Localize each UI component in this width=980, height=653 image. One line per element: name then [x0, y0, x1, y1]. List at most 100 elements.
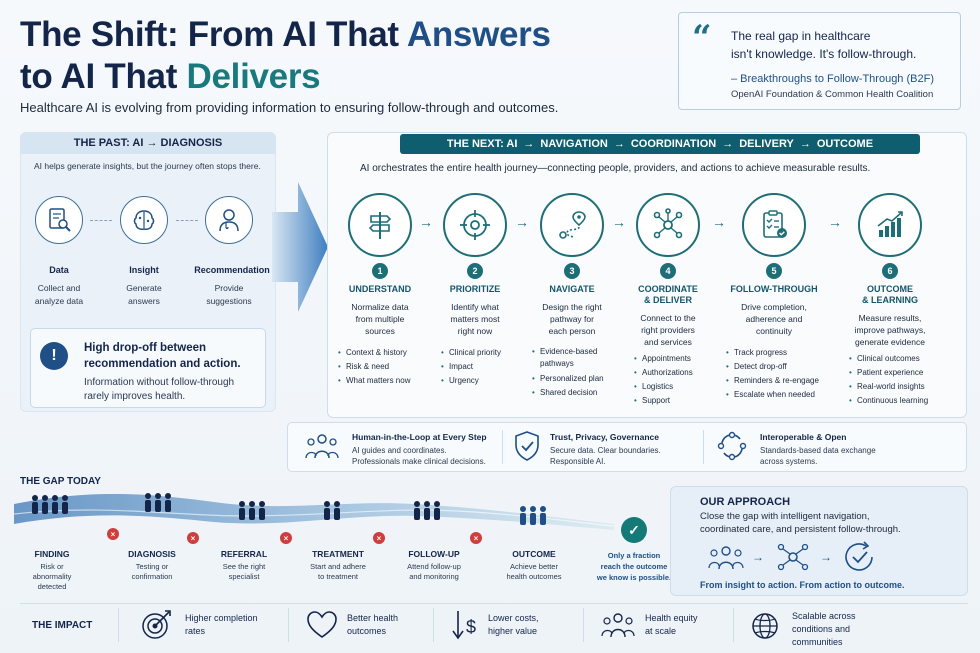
- gap-sub-line: See the right: [222, 562, 266, 571]
- step-title-line: & DELIVER: [643, 295, 692, 305]
- list-item: Context & history: [338, 346, 438, 360]
- step-desc-line: Connect to the: [640, 313, 696, 323]
- step-title-line: FOLLOW-THROUGH: [730, 284, 818, 294]
- past-step-sub-line: Provide: [214, 283, 244, 293]
- list-item: Evidence-based pathways: [532, 346, 618, 370]
- list-item: What matters now: [338, 374, 438, 388]
- heart-icon: [307, 611, 337, 638]
- past-step-sub-line: Collect and: [37, 283, 81, 293]
- gap-sub-line: Risk or: [40, 562, 64, 571]
- principle-sub: Secure data. Clear boundaries.: [550, 446, 661, 455]
- step-title-line: & LEARNING: [862, 295, 918, 305]
- step-number: 4: [660, 263, 676, 279]
- transition-arrow-icon: [272, 182, 328, 312]
- gap-heading: THE GAP TODAY: [20, 476, 101, 487]
- step-desc-line: generate evidence: [855, 337, 925, 347]
- gap-sub-line: health outcomes: [506, 572, 562, 581]
- target-icon: [443, 193, 507, 257]
- next-heading-item: COORDINATION: [630, 138, 717, 150]
- gap-stage-label: REFERRAL: [220, 549, 268, 559]
- quote-box: The real gap in healthcare isn't knowled…: [678, 12, 961, 110]
- gap-final-line: we know is possible.: [596, 573, 672, 582]
- principle-human-loop: Human-in-the-Loop at Every Step AI guide…: [352, 432, 502, 467]
- step-desc-line: Normalize data: [351, 302, 409, 312]
- approach-desc-line: Close the gap with intelligent navigatio…: [700, 511, 870, 522]
- step-desc-line: from multiple: [355, 314, 405, 324]
- principle-title: Trust, Privacy, Governance: [550, 432, 659, 442]
- list-item: Appointments: [634, 352, 734, 366]
- gap-sub-line: to treatment: [317, 572, 359, 581]
- step-bullet-list: Appointments Authorizations Logistics Su…: [634, 352, 734, 408]
- step-description: Normalize data from multiple sources: [332, 301, 428, 337]
- quote-source: – Breakthroughs to Follow-Through (B2F): [731, 73, 934, 85]
- step-title-line: OUTCOME: [867, 284, 913, 294]
- arrow-right-icon: →: [799, 138, 811, 150]
- step-number: 6: [882, 263, 898, 279]
- approach-panel: [670, 486, 968, 596]
- impact-line: at scale: [645, 626, 677, 636]
- past-heading-ai: THE PAST: AI: [73, 137, 144, 149]
- gap-sub-line: abnormality: [32, 572, 72, 581]
- dropoff-warning: [30, 328, 266, 408]
- step-desc-line: adherence and: [745, 314, 803, 324]
- brain-icon: [120, 196, 168, 244]
- impact-line: higher value: [488, 626, 538, 636]
- interoperable-cycle-icon: [717, 431, 747, 461]
- step-title: UNDERSTAND: [332, 284, 428, 295]
- arrow-right-icon: →: [712, 214, 726, 230]
- past-step-sub-line: analyze data: [34, 296, 84, 306]
- step-desc-line: each person: [548, 326, 596, 336]
- svg-text:$: $: [466, 617, 476, 637]
- gap-sub-line: and monitoring: [409, 572, 459, 581]
- arrow-right-icon: →: [613, 138, 625, 150]
- approach-footer: From insight to action. From action to o…: [700, 580, 905, 590]
- step-title: FOLLOW-THROUGH: [726, 284, 822, 295]
- next-description: AI orchestrates the entire health journe…: [360, 163, 871, 174]
- next-heading-item: OUTCOME: [816, 138, 874, 150]
- gap-stage-label: OUTCOME: [512, 549, 556, 559]
- arrow-right-icon: →: [722, 138, 734, 150]
- arrow-right-icon: →: [419, 214, 433, 230]
- warning-title-line: High drop-off between: [84, 342, 207, 354]
- approach-desc-line: coordinated care, and persistent follow-…: [700, 524, 901, 535]
- arrow-right-icon: →: [612, 214, 626, 230]
- title-text: to AI That: [20, 57, 187, 96]
- list-item: Reminders & re-engage: [726, 374, 826, 388]
- drop-off-x-icon: ×: [187, 532, 199, 544]
- principle-trust: Trust, Privacy, Governance Secure data. …: [550, 432, 700, 467]
- impact-line: outcomes: [347, 626, 387, 636]
- drop-off-x-icon: ×: [107, 528, 119, 540]
- gap-stage-label: FINDING: [34, 549, 70, 559]
- gap-sub-line: confirmation: [131, 572, 173, 581]
- warning-sub-line: rarely improves health.: [84, 391, 186, 402]
- list-item: Clinical outcomes: [849, 352, 949, 366]
- route-pin-icon: [540, 193, 604, 257]
- connector-dots: [90, 220, 112, 221]
- step-desc-line: improve pathways,: [854, 325, 926, 335]
- step-bullet-list: Clinical outcomes Patient experience Rea…: [849, 352, 949, 408]
- step-title: NAVIGATE: [524, 284, 620, 295]
- drop-off-x-icon: ×: [373, 532, 385, 544]
- step-desc-line: sources: [365, 326, 395, 336]
- list-item: Authorizations: [634, 366, 734, 380]
- step-desc-line: right now: [457, 326, 493, 336]
- people-icon: [324, 501, 340, 520]
- people-icon: [239, 501, 265, 520]
- principle-interoperable: Interoperable & Open Standards-based dat…: [760, 432, 920, 467]
- list-item: Shared decision: [532, 386, 618, 400]
- list-item: Logistics: [634, 380, 734, 394]
- principle-sub: Responsible AI.: [550, 457, 606, 466]
- step-desc-line: right providers: [641, 325, 695, 335]
- impact-heading: THE IMPACT: [32, 620, 93, 631]
- list-item: Clinical priority: [441, 346, 541, 360]
- past-step-sub: Collect and analyze data: [19, 282, 99, 308]
- people-icon: [414, 501, 440, 520]
- alert-icon: !: [40, 342, 68, 370]
